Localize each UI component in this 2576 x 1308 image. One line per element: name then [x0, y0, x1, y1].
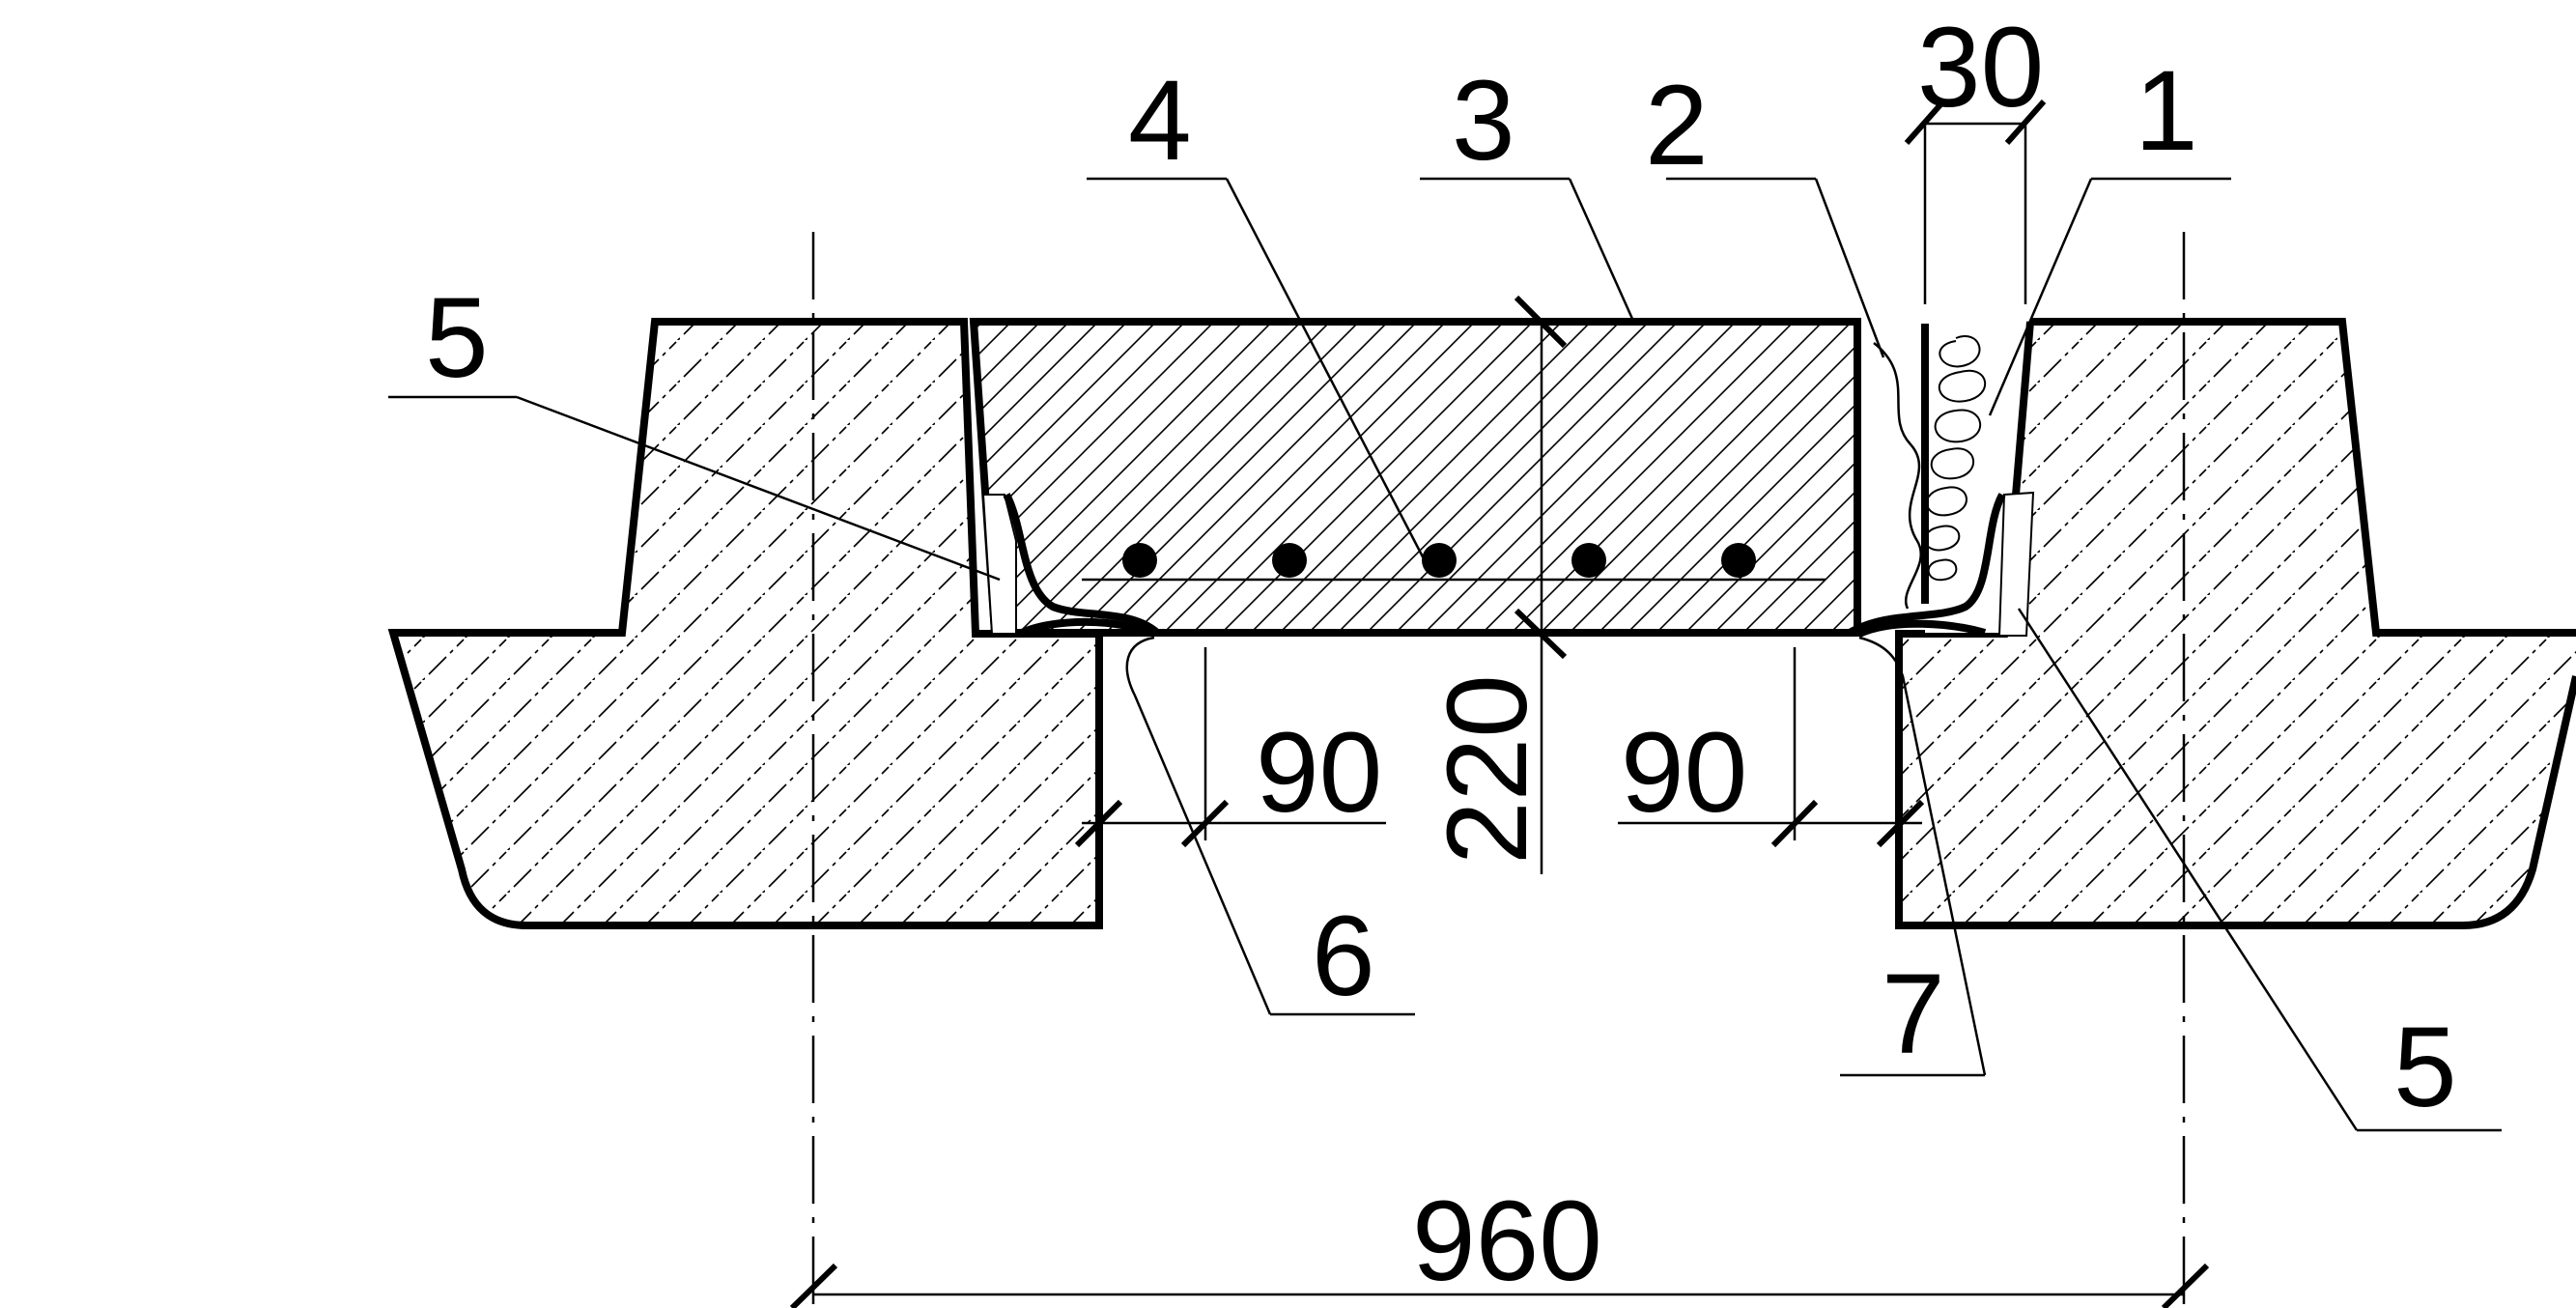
callout-6: 6: [1312, 893, 1375, 1020]
dim-bearing-right: 90: [1621, 709, 1747, 837]
rebar-dot: [1571, 543, 1606, 578]
right-bearing-strip: [1848, 491, 2035, 638]
dim-overall-span: 960: [1412, 1178, 1602, 1305]
right-abutment: [1895, 318, 2576, 929]
rebar-dot: [1422, 543, 1457, 578]
callout-3: 3: [1452, 57, 1515, 185]
dimension-labels: 30 90 90 220 960: [1256, 4, 2044, 1305]
callout-7: 7: [1882, 951, 1945, 1078]
rebar-dot: [1721, 543, 1756, 578]
left-abutment: [387, 318, 1103, 929]
rebar-dot: [1272, 543, 1307, 578]
left-bearing-strip: [981, 493, 1160, 638]
joint-filler: [1854, 322, 2004, 633]
elastic-filler-rope: [1923, 335, 1986, 582]
reinforcement: [1082, 543, 1826, 582]
dim-gap-width: 30: [1917, 4, 2044, 131]
leader-lines: [388, 177, 2502, 1132]
dimension-lines: [789, 100, 2210, 1308]
callout-labels: 1 2 3 4 5 5 6 7: [425, 47, 2457, 1131]
callout-5-left: 5: [425, 274, 489, 402]
centerlines: [811, 232, 2186, 1308]
callout-4: 4: [1128, 57, 1192, 185]
rebar-dot: [1122, 543, 1157, 578]
callout-1: 1: [2135, 47, 2198, 175]
callout-2: 2: [1645, 62, 1709, 189]
dim-slab-thickness: 220: [1424, 674, 1551, 865]
callout-5-right: 5: [2393, 1004, 2457, 1131]
slab: [969, 318, 1861, 637]
dim-bearing-left: 90: [1256, 709, 1382, 837]
